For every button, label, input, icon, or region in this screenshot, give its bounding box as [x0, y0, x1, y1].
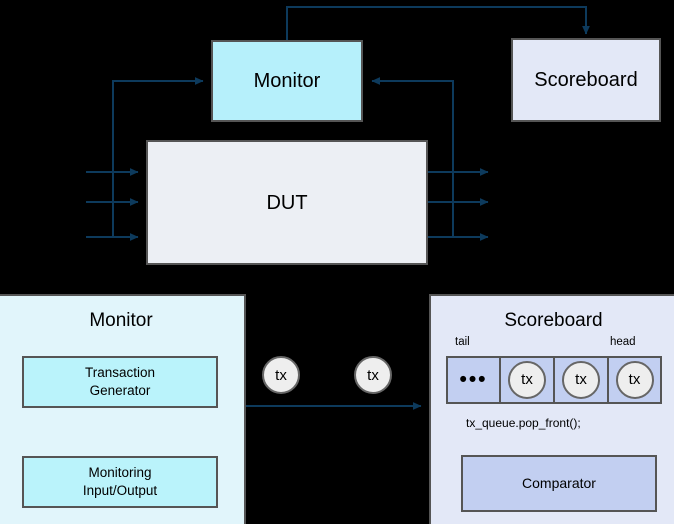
transaction-generator-block[interactable]: Transaction Generator	[22, 356, 218, 408]
pop-front-code-label: tx_queue.pop_front();	[466, 416, 581, 430]
queue-cell-ellipsis[interactable]: •••	[446, 356, 500, 404]
ellipsis-icon: •••	[459, 367, 488, 391]
monitor-panel-title: Monitor	[89, 310, 153, 331]
transaction-token: tx	[508, 361, 546, 399]
transaction-queue[interactable]: ••• tx tx tx	[446, 356, 662, 404]
transaction-token: tx	[354, 356, 392, 394]
monitoring-io-block[interactable]: Monitoring Input/Output	[22, 456, 218, 508]
transaction-generator-line1: Transaction	[84, 364, 156, 380]
monitor-box-top[interactable]: Monitor	[211, 40, 363, 122]
transaction-generator-line2: Generator	[89, 383, 151, 398]
dut-box[interactable]: DUT	[146, 140, 428, 265]
floating-transaction-1[interactable]: tx	[262, 356, 300, 394]
monitoring-io-line2: Input/Output	[82, 483, 158, 498]
floating-transaction-2[interactable]: tx	[354, 356, 392, 394]
transaction-token: tx	[562, 361, 600, 399]
queue-tail-label: tail	[455, 336, 470, 348]
transaction-token: tx	[262, 356, 300, 394]
scoreboard-box-top[interactable]: Scoreboard	[511, 38, 661, 122]
queue-cell-transaction-head[interactable]: tx	[608, 356, 662, 404]
queue-cell-transaction[interactable]: tx	[500, 356, 554, 404]
scoreboard-panel-title: Scoreboard	[504, 310, 603, 331]
monitoring-io-line1: Monitoring	[88, 464, 152, 480]
monitor-panel[interactable]: Monitor Transaction Generator Monitoring…	[0, 294, 246, 524]
queue-cell-transaction[interactable]: tx	[554, 356, 608, 404]
queue-head-label: head	[610, 336, 636, 348]
scoreboard-panel[interactable]: Scoreboard tail head ••• tx tx tx tx_que…	[429, 294, 674, 524]
transaction-token: tx	[615, 361, 654, 399]
comparator-block[interactable]: Comparator	[461, 455, 657, 512]
